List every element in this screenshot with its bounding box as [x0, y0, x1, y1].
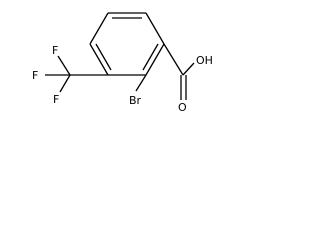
ring-to-carboxyl-bond	[163, 43, 184, 76]
hydroxyl-label: OH	[196, 54, 213, 67]
cf3-to-fluorine-top-bond	[57, 55, 71, 76]
benzene-ring	[89, 12, 165, 76]
carboxylic-acid-group: OH O	[163, 43, 213, 114]
fluorine-left-label: F	[32, 69, 38, 82]
trifluoromethyl-group: F F F	[32, 44, 108, 106]
ring-bond-lower-left-inner	[95, 43, 112, 71]
ring-to-bromine-bond	[135, 74, 147, 92]
carbonyl-oxygen-label: O	[178, 101, 187, 114]
fluorine-bottom-label: F	[53, 93, 59, 106]
fluorine-top-label: F	[52, 44, 58, 57]
ring-bond-lower-left	[89, 43, 109, 76]
ring-bond-lower-right-inner	[142, 43, 159, 71]
cf3-to-fluorine-bottom-bond	[59, 74, 71, 93]
structure-diagram: OH O Br F F F	[32, 12, 213, 114]
bromine-label: Br	[129, 94, 142, 107]
ring-bond-upper-right	[145, 12, 165, 45]
ring-bond-upper-left	[89, 12, 109, 45]
ring-bond-lower-right	[145, 43, 165, 76]
carbon-hydroxyl-bond	[182, 62, 195, 76]
bromo-substituent: Br	[129, 74, 147, 107]
